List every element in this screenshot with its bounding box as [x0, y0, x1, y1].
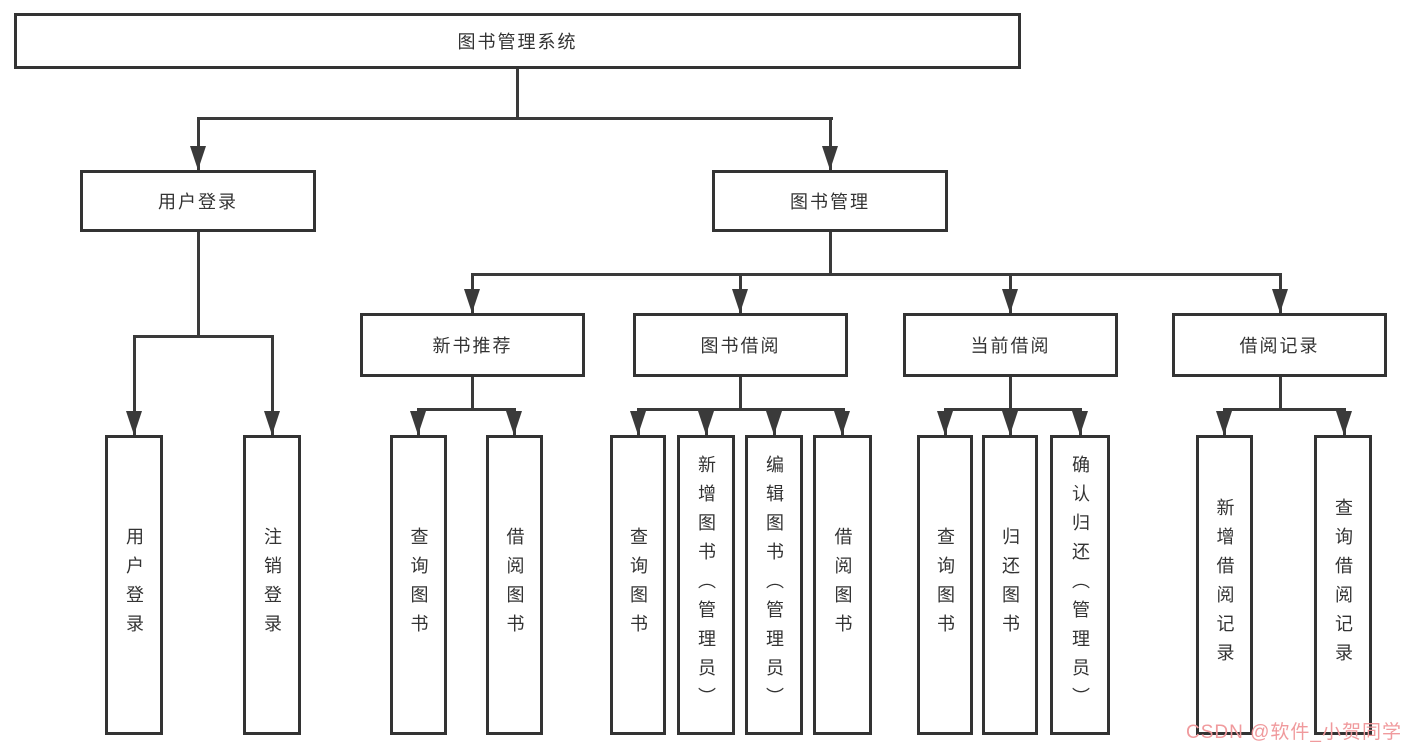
arrow-down-icon — [1216, 411, 1232, 435]
leaf-add-books-admin: 新增图书（管理员） — [677, 435, 735, 735]
leaf-logout-label: 注销登录 — [262, 527, 282, 643]
connector-current-borrow-rail — [944, 408, 1082, 411]
leaf-borrow-books-recommend: 借阅图书 — [486, 435, 543, 735]
node-book-borrow: 图书借阅 — [633, 313, 848, 377]
node-new-book-recommend: 新书推荐 — [360, 313, 585, 377]
leaf-borrow-books-label: 借阅图书 — [832, 527, 853, 643]
leaf-confirm-return-admin-label: 确认归还（管理员） — [1070, 454, 1090, 716]
connector-new-book-stem — [471, 377, 474, 408]
node-user-login-label: 用户登录 — [158, 192, 238, 212]
arrow-down-icon — [1336, 411, 1352, 435]
arrow-down-icon — [1072, 411, 1088, 435]
connector-user-login-rail — [133, 335, 274, 338]
arrow-down-icon — [698, 411, 714, 435]
connector-level3-rail — [471, 273, 1282, 276]
connector-book-management-stem — [829, 232, 832, 273]
arrow-down-icon — [190, 146, 206, 170]
node-book-management-label: 图书管理 — [790, 192, 870, 212]
connector-drop-book-management — [829, 117, 832, 170]
arrow-down-icon — [834, 411, 850, 435]
leaf-borrow-books-recommend-label: 借阅图书 — [504, 527, 525, 643]
leaf-query-books-current-label: 查询图书 — [935, 527, 955, 643]
leaf-add-borrow-record: 新增借阅记录 — [1196, 435, 1253, 735]
connector-borrow-record-stem — [1279, 377, 1282, 408]
leaf-edit-books-admin-label: 编辑图书（管理员） — [764, 454, 784, 716]
node-root: 图书管理系统 — [14, 13, 1021, 69]
node-book-management: 图书管理 — [712, 170, 948, 232]
connector-book-borrow-stem — [739, 377, 742, 408]
arrow-down-icon — [822, 146, 838, 170]
leaf-user-login: 用户登录 — [105, 435, 163, 735]
leaf-query-books-borrow-label: 查询图书 — [628, 527, 648, 643]
leaf-query-borrow-record: 查询借阅记录 — [1314, 435, 1372, 735]
connector-drop-user-login — [197, 117, 200, 170]
arrow-down-icon — [766, 411, 782, 435]
connector-root-stem — [516, 69, 519, 117]
node-user-login: 用户登录 — [80, 170, 316, 232]
leaf-user-login-label: 用户登录 — [124, 527, 144, 643]
leaf-edit-books-admin: 编辑图书（管理员） — [745, 435, 803, 735]
arrow-down-icon — [126, 411, 142, 435]
arrow-down-icon — [937, 411, 953, 435]
arrow-down-icon — [264, 411, 280, 435]
leaf-query-books-recommend-label: 查询图书 — [408, 527, 429, 643]
leaf-borrow-books: 借阅图书 — [813, 435, 872, 735]
leaf-query-borrow-record-label: 查询借阅记录 — [1333, 498, 1353, 672]
connector-drop-leaf-logout — [271, 335, 274, 435]
leaf-add-borrow-record-label: 新增借阅记录 — [1214, 498, 1235, 672]
leaf-logout: 注销登录 — [243, 435, 301, 735]
leaf-query-books-current: 查询图书 — [917, 435, 973, 735]
leaf-return-books-label: 归还图书 — [1000, 527, 1020, 643]
arrow-down-icon — [506, 411, 522, 435]
arrow-down-icon — [410, 411, 426, 435]
leaf-query-books-borrow: 查询图书 — [610, 435, 666, 735]
arrow-down-icon — [1272, 289, 1288, 313]
connector-current-borrow-stem — [1009, 377, 1012, 408]
connector-new-book-rail — [417, 408, 516, 411]
arrow-down-icon — [732, 289, 748, 313]
connector-borrow-record-rail — [1223, 408, 1345, 411]
arrow-down-icon — [464, 289, 480, 313]
node-borrow-record: 借阅记录 — [1172, 313, 1387, 377]
leaf-query-books-recommend: 查询图书 — [390, 435, 447, 735]
connector-level2-rail — [197, 117, 833, 120]
arrow-down-icon — [1002, 289, 1018, 313]
connector-user-login-stem — [197, 232, 200, 335]
leaf-return-books: 归还图书 — [982, 435, 1038, 735]
connector-book-borrow-rail — [637, 408, 845, 411]
node-current-borrow-label: 当前借阅 — [970, 336, 1051, 356]
node-current-borrow: 当前借阅 — [903, 313, 1118, 377]
leaf-confirm-return-admin: 确认归还（管理员） — [1050, 435, 1110, 735]
arrow-down-icon — [1002, 411, 1018, 435]
node-root-label: 图书管理系统 — [457, 32, 578, 52]
node-book-borrow-label: 图书借阅 — [700, 336, 781, 356]
csdn-watermark: CSDN @软件_小贺同学 — [1186, 722, 1402, 743]
arrow-down-icon — [630, 411, 646, 435]
node-borrow-record-label: 借阅记录 — [1239, 336, 1320, 356]
node-new-book-recommend-label: 新书推荐 — [432, 336, 513, 356]
leaf-add-books-admin-label: 新增图书（管理员） — [696, 454, 716, 716]
connector-drop-leaf-user-login — [133, 335, 136, 435]
